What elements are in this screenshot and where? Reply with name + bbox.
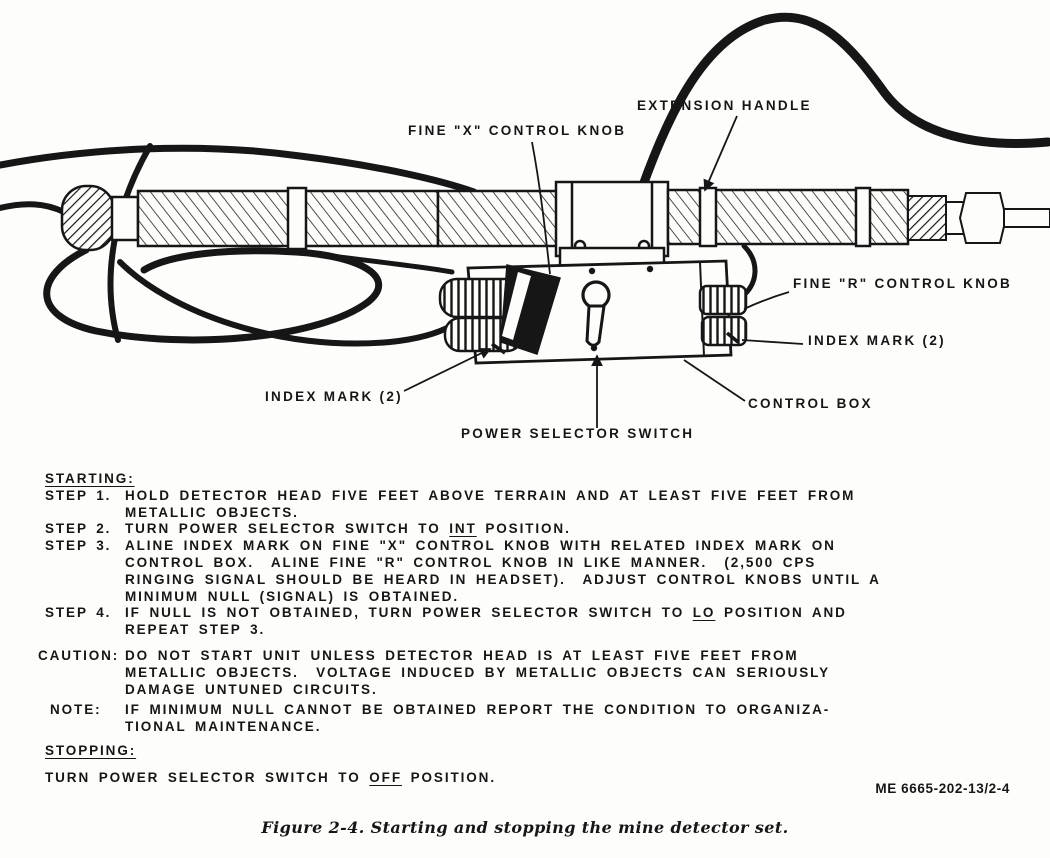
step-1-label: STEP 1. xyxy=(45,487,112,503)
text-line: METALLIC OBJECTS. VOLTAGE INDUCED BY MET… xyxy=(125,664,830,680)
figure-caption: Figure 2-4. Starting and stopping the mi… xyxy=(261,818,789,837)
text-line: CONTROL BOX. ALINE FINE "R" CONTROL KNOB… xyxy=(125,554,817,570)
text-line: IF MINIMUM NULL CANNOT BE OBTAINED REPOR… xyxy=(125,702,831,718)
extension-handle-assembly xyxy=(60,180,1050,258)
underlined-position-off: OFF xyxy=(369,769,402,785)
leader-fine-x-knob xyxy=(531,141,551,275)
stopping-heading: STOPPING: xyxy=(38,743,998,760)
text-line: HOLD DETECTOR HEAD FIVE FEET ABOVE TERRA… xyxy=(125,487,856,503)
label-index-mark-left: INDEX MARK (2) xyxy=(265,389,403,404)
step-1: STEP 1. HOLD DETECTOR HEAD FIVE FEET ABO… xyxy=(38,488,998,522)
text-line: TURN POWER SELECTOR SWITCH TO INT POSITI… xyxy=(125,521,571,537)
leader-control-box xyxy=(683,359,746,402)
stopping-heading-text: STOPPING: xyxy=(45,742,137,758)
step-2-label: STEP 2. xyxy=(45,521,112,537)
mine-detector-illustration xyxy=(0,12,1050,428)
caution-label: CAUTION: xyxy=(38,647,120,663)
starting-heading-text: STARTING: xyxy=(45,471,135,486)
label-fine-r-control-knob: FINE "R" CONTROL KNOB xyxy=(793,276,1013,291)
connector-sleeve xyxy=(907,195,947,241)
leader-lines xyxy=(403,115,804,428)
note-text: IF MINIMUM NULL CANNOT BE OBTAINED REPOR… xyxy=(125,702,998,736)
label-power-selector-switch: POWER SELECTOR SWITCH xyxy=(461,426,695,441)
right-tube-band xyxy=(854,186,872,248)
tube-band xyxy=(286,186,308,251)
text-line: DAMAGE UNTUNED CIRCUITS. xyxy=(125,681,378,697)
leader-extension-handle xyxy=(703,115,738,192)
cable xyxy=(297,249,455,275)
step-3: STEP 3. ALINE INDEX MARK ON FINE "X" CON… xyxy=(38,538,998,605)
right-tube-band xyxy=(698,186,718,248)
starting-heading: STARTING: xyxy=(38,471,998,488)
cable xyxy=(0,201,67,215)
text-line: ALINE INDEX MARK ON FINE "X" CONTROL KNO… xyxy=(125,538,836,554)
text-line: METALLIC OBJECTS. xyxy=(125,504,299,520)
box-screw xyxy=(646,265,654,273)
cable xyxy=(637,12,1050,193)
index-marks xyxy=(491,331,740,355)
leader-index-mark-right xyxy=(741,339,804,345)
step-4-text: IF NULL IS NOT OBTAINED, TURN POWER SELE… xyxy=(125,605,998,639)
step-4: STEP 4. IF NULL IS NOT OBTAINED, TURN PO… xyxy=(38,605,998,639)
caution-text: DO NOT START UNIT UNLESS DETECTOR HEAD I… xyxy=(125,648,998,698)
text-line: IF NULL IS NOT OBTAINED, TURN POWER SELE… xyxy=(125,605,847,621)
power-selector-switch xyxy=(581,280,611,347)
caution-block: CAUTION: DO NOT START UNIT UNLESS DETECT… xyxy=(38,648,998,698)
text-line: REPEAT STEP 3. xyxy=(125,622,266,638)
label-control-box: CONTROL BOX xyxy=(748,396,873,411)
fine-x-control-knob xyxy=(438,264,561,355)
underlined-position-lo: LO xyxy=(692,605,716,621)
connector-nut xyxy=(958,192,1008,244)
neck-fitting xyxy=(110,195,140,242)
index-mark-tick-right xyxy=(725,331,740,344)
step-2: STEP 2. TURN POWER SELECTOR SWITCH TO IN… xyxy=(38,521,998,538)
left-end-cap xyxy=(60,184,116,252)
cables xyxy=(0,12,1050,347)
box-screw xyxy=(588,267,596,275)
step-3-label: STEP 3. xyxy=(45,538,112,554)
text-line: RINGING SIGNAL SHOULD BE HEARD IN HEADSE… xyxy=(125,571,881,587)
step-3-text: ALINE INDEX MARK ON FINE "X" CONTROL KNO… xyxy=(125,538,998,605)
cable xyxy=(741,243,758,297)
label-index-mark-right: INDEX MARK (2) xyxy=(808,333,946,348)
step-1-text: HOLD DETECTOR HEAD FIVE FEET ABOVE TERRA… xyxy=(125,488,998,522)
step-4-label: STEP 4. xyxy=(45,605,112,621)
text-line: TIONAL MAINTENANCE. xyxy=(125,719,322,735)
leader-index-mark-left xyxy=(403,348,492,392)
cable xyxy=(43,246,383,344)
procedure-text: STARTING: STEP 1. HOLD DETECTOR HEAD FIV… xyxy=(38,471,998,787)
note-block: NOTE: IF MINIMUM NULL CANNOT BE OBTAINED… xyxy=(38,702,998,736)
text-line: DO NOT START UNIT UNLESS DETECTOR HEAD I… xyxy=(125,647,799,663)
note-label: NOTE: xyxy=(50,702,102,718)
index-mark-tick-left xyxy=(491,342,506,355)
label-fine-x-control-knob: FINE "X" CONTROL KNOB xyxy=(408,123,627,138)
label-extension-handle: EXTENSION HANDLE xyxy=(637,98,812,113)
text-line: MINIMUM NULL (SIGNAL) IS OBTAINED. xyxy=(125,588,460,604)
stopping-instruction: TURN POWER SELECTOR SWITCH TO OFF POSITI… xyxy=(45,769,496,785)
leader-fine-r-knob xyxy=(743,291,790,310)
plate-number: ME 6665-202-13/2-4 xyxy=(875,781,1010,796)
cable xyxy=(0,144,478,196)
probe-rod xyxy=(1003,208,1050,228)
underlined-position-int: INT xyxy=(449,521,477,537)
step-2-text: TURN POWER SELECTOR SWITCH TO INT POSITI… xyxy=(125,521,998,538)
main-tube-2 xyxy=(436,189,560,248)
